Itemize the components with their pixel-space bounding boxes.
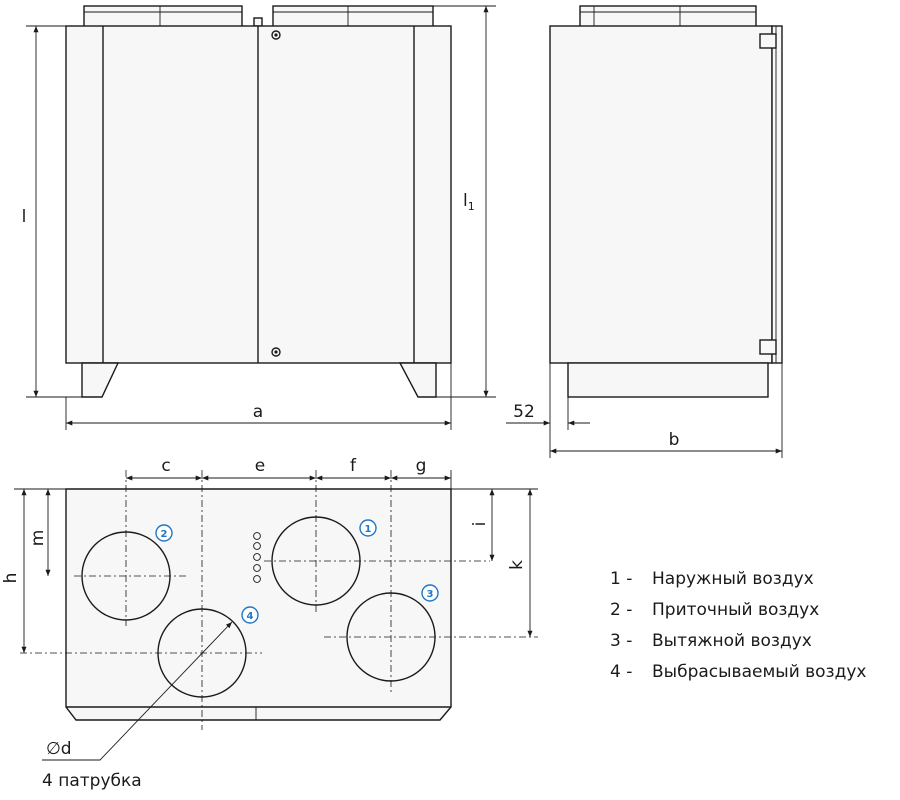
- badge-1: 1: [359, 519, 377, 537]
- front-foot-right: [398, 362, 437, 398]
- front-screw-top: [271, 30, 281, 40]
- dimension-h: h: [1, 488, 66, 653]
- dimension-b: b: [550, 363, 783, 458]
- indicator-light: [253, 532, 261, 540]
- dimension-l1-label: l1: [463, 191, 475, 213]
- dimension-52: 52: [506, 363, 590, 458]
- svg-text:2: 2: [161, 529, 168, 540]
- front-view: [65, 5, 452, 398]
- dimension-g-label: g: [416, 456, 427, 476]
- legend-item-1-text: Наружный воздух: [652, 569, 814, 589]
- side-top-spigot: [579, 5, 757, 29]
- dimension-k-label: k: [507, 560, 527, 570]
- indicator-light: [253, 575, 261, 583]
- legend-item-2-num: 2 -: [610, 600, 632, 620]
- indicator-light: [253, 553, 261, 561]
- dimension-k: k: [500, 488, 538, 637]
- dimension-m: m: [28, 489, 51, 576]
- spigot-count-note: 4 патрубка: [42, 771, 142, 791]
- side-hinge-bottom: [759, 339, 777, 355]
- top-view: 1 2 3 4 ∅d 4 патрубка: [20, 470, 538, 791]
- legend: 1 - Наружный воздух 2 - Приточный воздух…: [610, 569, 866, 682]
- dimension-m-label: m: [28, 530, 48, 547]
- side-hinge-top: [759, 33, 777, 49]
- side-door-panel: [771, 25, 783, 364]
- side-base: [567, 362, 769, 398]
- dimension-l1: l1: [433, 5, 496, 398]
- legend-item-3-num: 3 -: [610, 631, 632, 651]
- dimensions-top-row: c e f g: [126, 456, 452, 489]
- front-top-spigot-left: [83, 5, 243, 29]
- svg-text:3: 3: [427, 589, 434, 600]
- svg-text:1: 1: [365, 524, 372, 535]
- indicator-light: [253, 542, 261, 550]
- front-foot-left: [81, 362, 120, 398]
- svg-text:4: 4: [247, 611, 254, 622]
- dimension-a: a: [65, 363, 452, 430]
- dimension-c-label: c: [161, 456, 170, 476]
- side-body: [549, 25, 773, 364]
- legend-item-1-num: 1 -: [610, 569, 632, 589]
- dimension-a-label: a: [253, 402, 263, 422]
- indicator-light: [253, 564, 261, 572]
- side-view: [549, 5, 783, 398]
- front-screw-bottom: [271, 347, 281, 357]
- diameter-leader: [42, 621, 233, 761]
- legend-item-4-num: 4 -: [610, 662, 632, 682]
- badge-2: 2: [155, 524, 173, 542]
- legend-item-4-text: Выбрасываемый воздух: [652, 662, 866, 682]
- dimension-h-label: h: [1, 573, 21, 584]
- legend-item-2-text: Приточный воздух: [652, 600, 819, 620]
- dimension-i-label: i: [470, 522, 490, 527]
- dimension-f-label: f: [350, 456, 357, 476]
- legend-item-3-text: Вытяжной воздух: [652, 631, 812, 651]
- dimension-l-label: l: [22, 207, 27, 227]
- dimension-e-label: e: [255, 456, 265, 476]
- dimension-i: i: [451, 488, 500, 561]
- front-top-spigot-right: [272, 5, 434, 29]
- dimension-l: l: [22, 25, 82, 398]
- dimension-52-label: 52: [513, 402, 535, 422]
- badge-4: 4: [241, 606, 259, 624]
- top-view-body: [65, 488, 452, 721]
- diameter-label: ∅d: [46, 739, 72, 759]
- dimension-b-label: b: [669, 430, 680, 450]
- badge-3: 3: [421, 584, 439, 602]
